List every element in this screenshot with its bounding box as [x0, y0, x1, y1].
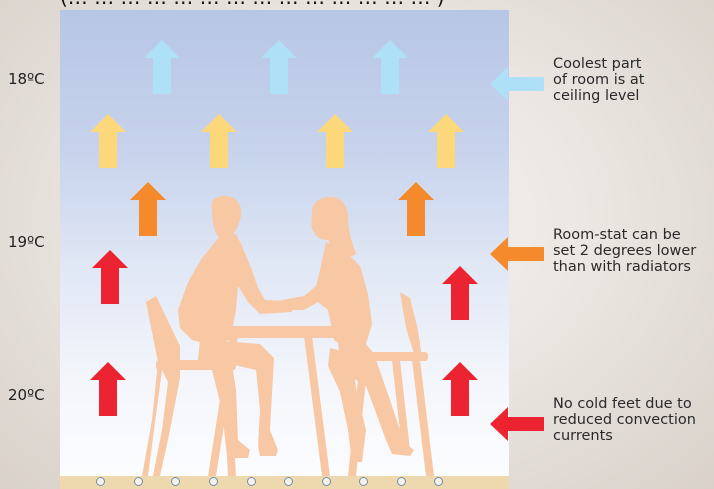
note-floor-line-1: No cold feet due to — [553, 396, 696, 412]
circle-pipe-icon — [434, 477, 443, 486]
note-floor-line-3: currents — [553, 428, 696, 444]
up-arrow-icon — [394, 178, 438, 238]
circle-pipe-icon — [397, 477, 406, 486]
table-top — [195, 326, 343, 338]
note-middle-line-1: Room-stat can be — [553, 227, 696, 243]
circle-pipe-icon — [284, 477, 293, 486]
up-arrow-icon — [86, 110, 130, 170]
note-middle-line-2: set 2 degrees lower — [553, 243, 696, 259]
top-caption: (… … … … … … … … … … … … … … ) — [60, 0, 510, 8]
man-head — [212, 196, 241, 239]
note-floor-line-2: reduced convection — [553, 412, 696, 428]
woman-chair-back — [400, 292, 422, 360]
up-arrow-icon — [126, 178, 170, 238]
up-arrow-icon — [438, 358, 482, 418]
note-middle-line-3: than with radiators — [553, 259, 696, 275]
circle-pipe-icon — [171, 477, 180, 486]
temp-label-ceiling: 18ºC — [8, 70, 45, 88]
man-chair — [142, 296, 180, 476]
up-arrow-icon — [88, 246, 132, 306]
woman-chair-seat — [350, 352, 428, 361]
note-ceiling-line-3: ceiling level — [553, 88, 644, 104]
temp-label-middle: 19ºC — [8, 233, 45, 251]
circle-pipe-icon — [359, 477, 368, 486]
up-arrow-icon — [368, 36, 412, 96]
note-middle: Room-stat can be set 2 degrees lower tha… — [553, 227, 696, 275]
temp-label-floor: 20ºC — [8, 386, 45, 404]
left-arrow-icon — [486, 64, 548, 104]
woman-chair-leg-1 — [412, 360, 434, 476]
circle-pipe-icon — [209, 477, 218, 486]
up-arrow-icon — [86, 358, 130, 418]
up-arrow-icon — [313, 110, 357, 170]
note-floor: No cold feet due to reduced convection c… — [553, 396, 696, 444]
up-arrow-icon — [257, 36, 301, 96]
up-arrow-icon — [424, 110, 468, 170]
up-arrow-icon — [438, 262, 482, 322]
circle-pipe-icon — [134, 477, 143, 486]
note-ceiling-line-2: of room is at — [553, 72, 644, 88]
note-ceiling-line-1: Coolest part — [553, 56, 644, 72]
note-ceiling: Coolest part of room is at ceiling level — [553, 56, 644, 104]
circle-pipe-icon — [247, 477, 256, 486]
circle-pipe-icon — [322, 477, 331, 486]
up-arrow-icon — [197, 110, 241, 170]
circle-pipe-icon — [96, 477, 105, 486]
room-cross-section — [60, 10, 509, 476]
up-arrow-icon — [140, 36, 184, 96]
table-leg-right — [304, 336, 330, 476]
left-arrow-icon — [486, 404, 548, 444]
left-arrow-icon — [486, 234, 548, 274]
